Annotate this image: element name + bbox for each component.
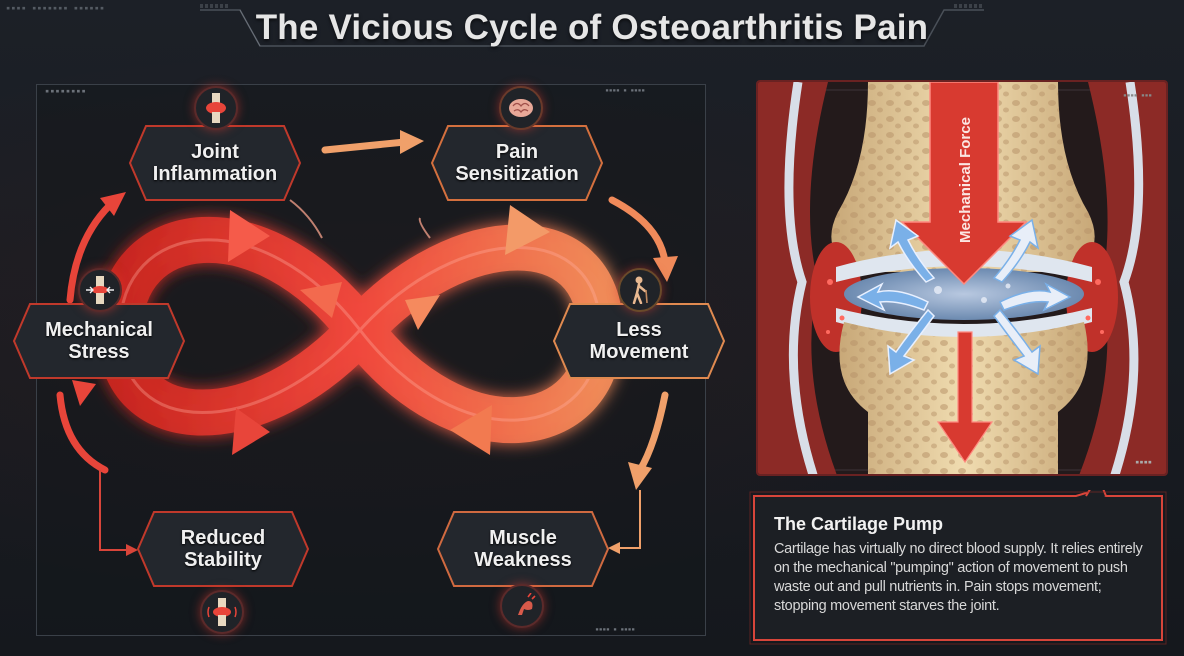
panel-hud-bottom-marks: ▪▪▪▪	[1135, 458, 1152, 466]
inflamed-knee-icon	[194, 86, 238, 130]
hex-frame	[436, 511, 610, 587]
weak-bicep-icon	[500, 584, 544, 628]
panel-tag-marks: ▪▪▪▪▪▪▪▪	[45, 87, 87, 95]
node-label-joint-inflammation: Joint Inflammation	[152, 141, 278, 185]
node-joint-inflammation[interactable]: Joint Inflammation	[128, 124, 302, 202]
brain-icon	[499, 86, 543, 130]
panel-hud-marks: ▪▪▪▪ ▪▪▪	[1123, 92, 1152, 99]
hex-frame	[128, 125, 302, 201]
hex-frame	[136, 511, 310, 587]
compressed-knee-icon	[78, 268, 122, 312]
node-muscle-weakness[interactable]: Muscle Weakness	[436, 510, 610, 588]
hud-corner-marks: ▪▪▪▪ ▪▪▪▪▪▪▪ ▪▪▪▪▪▪	[6, 4, 106, 12]
node-label-mechanical-stress: Mechanical Stress	[45, 319, 153, 363]
panel-code-marks: ▪▪▪▪ ▪ ▪▪▪▪	[605, 87, 645, 94]
infinity-loop	[97, 216, 623, 444]
node-label-less-movement: Less Movement	[589, 319, 689, 363]
nutrient-flow-arrows	[856, 218, 936, 376]
node-less-movement[interactable]: Less Movement	[552, 302, 726, 380]
node-label-muscle-weakness: Muscle Weakness	[474, 527, 572, 571]
outer-arrows	[56, 130, 678, 490]
mechanical-force-label: Mechanical Force	[957, 117, 974, 243]
callout-title: The Cartilage Pump	[774, 514, 944, 534]
node-pain-sensitization[interactable]: Pain Sensitization	[430, 124, 604, 202]
node-mechanical-stress[interactable]: Mechanical Stress	[12, 302, 186, 380]
unstable-knee-icon	[200, 590, 244, 634]
title-bar: The Vicious Cycle of Osteoarthritis Pain	[200, 0, 984, 56]
title-frame	[200, 4, 984, 47]
callout-body: Cartilage has virtually no direct blood …	[774, 541, 1143, 614]
panel-code-bottom-marks: ▪▪▪▪ ▪ ▪▪▪▪	[595, 626, 635, 633]
thin-connectors	[99, 199, 641, 556]
node-label-reduced-stability: Reduced Stability	[180, 527, 266, 571]
node-label-pain-sensitization: Pain Sensitization	[455, 141, 579, 185]
person-with-cane-icon	[618, 268, 662, 312]
knee-joint-illustration: Mechanical Force	[758, 82, 1166, 474]
page-title: The Vicious Cycle of Osteoarthritis Pain	[255, 8, 929, 47]
hex-frame	[430, 125, 604, 201]
hex-frame	[552, 303, 726, 379]
synovium-dots	[826, 279, 1104, 334]
hex-frame	[12, 303, 186, 379]
node-reduced-stability[interactable]: Reduced Stability	[136, 510, 310, 588]
cartilage-pump-callout: The Cartilage Pump Cartilage has virtual…	[746, 490, 1170, 646]
callout-frame	[749, 490, 1167, 645]
joint-illustration-panel: Mechanical Force ▪▪▪▪ ▪▪▪ ▪▪▪▪	[756, 80, 1168, 476]
waste-flow-arrows	[992, 218, 1072, 376]
loop-arrowheads	[228, 205, 550, 455]
